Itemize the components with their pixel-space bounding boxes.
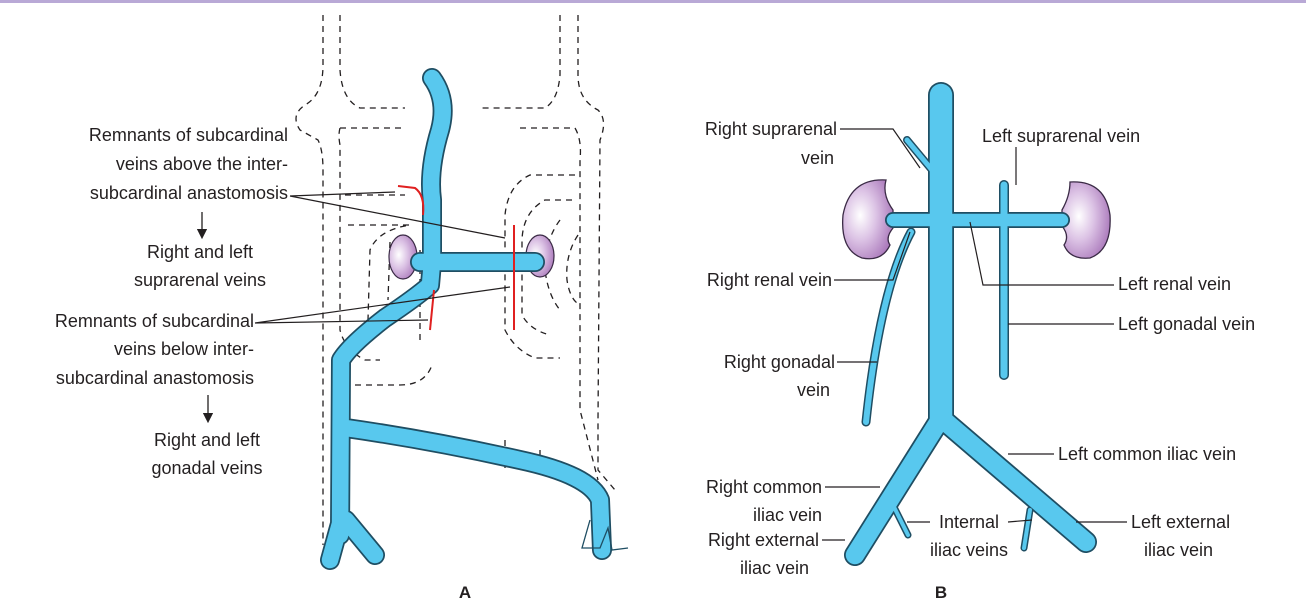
label-b-left-renal: Left renal vein: [1118, 274, 1231, 294]
label-a-above-line-3: subcardinal anastomosis: [90, 183, 288, 203]
label-b-left-external-iliac-1: Left external: [1131, 512, 1230, 532]
result-a-1-line-1: Right and left: [147, 242, 253, 262]
label-b-left-suprarenal: Left suprarenal vein: [982, 126, 1140, 146]
label-a-below-line-1: Remnants of subcardinal: [55, 311, 254, 331]
dashed-outline-right-mid: [520, 128, 598, 480]
panel-b-drawing: [822, 95, 1127, 555]
label-a-above-line-2: veins above the inter-: [116, 154, 288, 174]
dashed-outline-right-outer: [578, 15, 615, 490]
panel-a-letter: A: [459, 583, 471, 602]
label-b-left-external-iliac-2: iliac vein: [1144, 540, 1213, 560]
label-b-right-external-iliac-2: iliac vein: [740, 558, 809, 578]
label-a-below-line-3: subcardinal anastomosis: [56, 368, 254, 388]
veins-b: [855, 95, 1086, 555]
label-b-right-gonadal-2: vein: [797, 380, 830, 400]
dashed-outline-left-inner: [340, 15, 405, 108]
remnant-mark-upper-left: [398, 186, 423, 215]
label-a-below-line-2: veins below inter-: [114, 339, 254, 359]
label-b-right-common-iliac-2: iliac vein: [753, 505, 822, 525]
label-b-right-suprarenal-2: vein: [801, 148, 834, 168]
label-b-right-renal: Right renal vein: [707, 270, 832, 290]
leader-b-right-suprarenal: [840, 129, 920, 168]
veins-a: [330, 78, 628, 560]
panel-b-letter: B: [935, 583, 947, 602]
result-a-2-line-2: gonadal veins: [151, 458, 262, 478]
result-a-1-line-2: suprarenal veins: [134, 270, 266, 290]
dashed-outline-left-outer: [296, 15, 323, 545]
dashed-outline-right-inner: [480, 15, 560, 108]
label-a-above-line-1: Remnants of subcardinal: [89, 125, 288, 145]
label-b-right-suprarenal-1: Right suprarenal: [705, 119, 837, 139]
label-b-right-gonadal-1: Right gonadal: [724, 352, 835, 372]
panel-b-labels: Right suprarenal vein Left suprarenal ve…: [705, 119, 1255, 602]
label-b-right-common-iliac-1: Right common: [706, 477, 822, 497]
label-b-internal-iliac-2: iliac veins: [930, 540, 1008, 560]
label-b-right-external-iliac-1: Right external: [708, 530, 819, 550]
panel-a-labels: Remnants of subcardinal veins above the …: [55, 125, 471, 602]
label-b-left-gonadal: Left gonadal vein: [1118, 314, 1255, 334]
label-b-left-common-iliac: Left common iliac vein: [1058, 444, 1236, 464]
label-b-internal-iliac-1: Internal: [939, 512, 999, 532]
leader-a-above: [290, 192, 505, 238]
result-a-2-line-1: Right and left: [154, 430, 260, 450]
